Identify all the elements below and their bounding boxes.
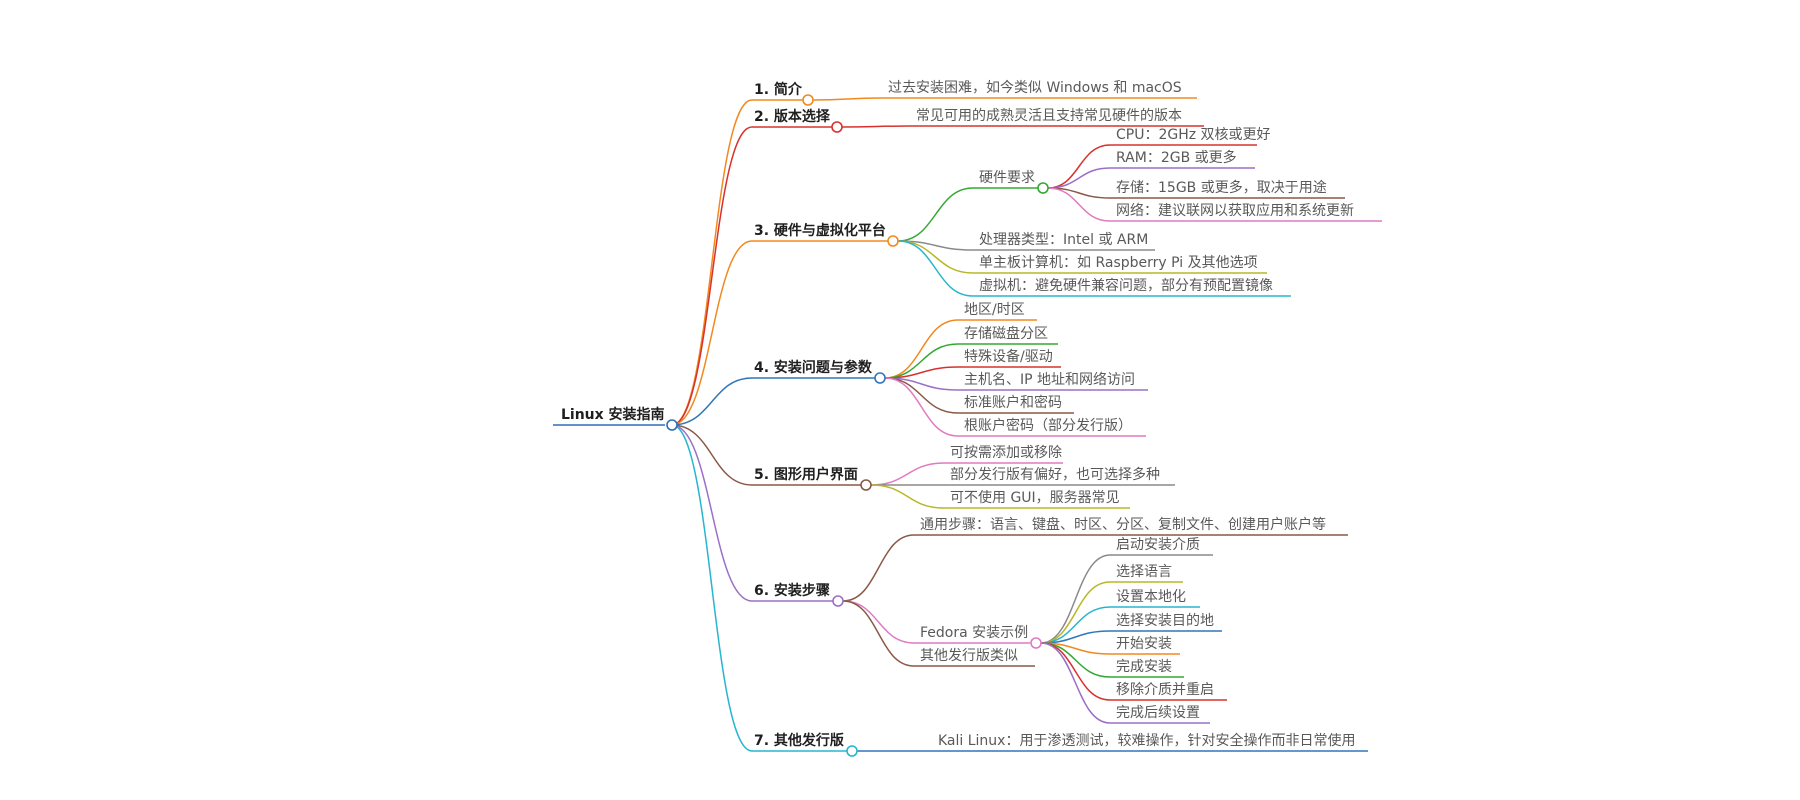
child-node-dot[interactable] — [1037, 182, 1049, 194]
subchild-connector — [1040, 554, 1111, 644]
child-connector — [812, 97, 883, 101]
subchild-connector — [1047, 167, 1111, 189]
subchild-topic[interactable]: CPU：2GHz 双核或更好 — [1116, 127, 1271, 143]
branch-topic[interactable]: 4. 安装问题与参数 — [754, 359, 873, 376]
branch-node-dot[interactable] — [832, 595, 844, 607]
child-connector — [897, 240, 974, 297]
child-topic[interactable]: Kali Linux：用于渗透测试，较难操作，针对安全操作而非日常使用 — [938, 732, 1355, 749]
branch-connector — [671, 424, 753, 486]
subchild-connector — [1040, 606, 1111, 644]
child-topic[interactable]: 主机名、IP 地址和网络访问 — [964, 372, 1135, 388]
child-topic[interactable]: 处理器类型：Intel 或 ARM — [979, 232, 1148, 248]
branch-topic[interactable]: 3. 硬件与虚拟化平台 — [754, 222, 886, 239]
branch-node-dot[interactable] — [802, 94, 814, 106]
mindmap-node-dots — [666, 94, 1049, 757]
branch-topic[interactable]: 7. 其他发行版 — [754, 732, 844, 749]
branch-node-dot[interactable] — [874, 372, 886, 384]
mindmap-edges — [553, 97, 1382, 752]
child-topic[interactable]: 可不使用 GUI，服务器常见 — [950, 489, 1120, 506]
branch-node-dot[interactable] — [887, 235, 899, 247]
subchild-connector — [1040, 642, 1111, 724]
branch-topic[interactable]: 5. 图形用户界面 — [754, 466, 858, 483]
child-connector — [884, 319, 959, 379]
child-connector — [842, 600, 915, 667]
child-topic[interactable]: 可按需添加或移除 — [950, 445, 1062, 461]
branch-connector — [671, 424, 753, 752]
subchild-connector — [1047, 144, 1111, 189]
subchild-topic[interactable]: 完成安装 — [1116, 659, 1172, 675]
branch-connector — [671, 126, 753, 426]
subchild-topic[interactable]: RAM：2GB 或更多 — [1116, 149, 1237, 166]
subchild-connector — [1040, 642, 1111, 701]
subchild-topic[interactable]: 网络：建议联网以获取应用和系统更新 — [1116, 202, 1354, 219]
child-topic[interactable]: 其他发行版类似 — [920, 648, 1018, 664]
child-topic[interactable]: 通用步骤：语言、键盘、时区、分区、复制文件、创建用户账户等 — [920, 516, 1326, 533]
branch-connector — [671, 99, 753, 426]
branch-node-dot[interactable] — [846, 745, 858, 757]
subchild-topic[interactable]: 选择语言 — [1116, 564, 1172, 580]
branch-node-dot[interactable] — [831, 121, 843, 133]
root-topic[interactable]: Linux 安装指南 — [561, 406, 665, 423]
child-connector — [870, 484, 945, 509]
child-topic[interactable]: 地区/时区 — [964, 302, 1025, 318]
child-connector — [897, 187, 974, 242]
subchild-topic[interactable]: 存储：15GB 或更多，取决于用途 — [1116, 179, 1327, 196]
branch-connector — [671, 424, 753, 602]
child-connector — [884, 377, 959, 437]
mindmap-labels: Linux 安装指南 1. 简介 过去安装困难，如今类似 Windows 和 mac… — [561, 80, 1355, 749]
child-topic[interactable]: 标准账户和密码 — [964, 394, 1062, 411]
subchild-connector — [1047, 187, 1111, 222]
child-topic[interactable]: 部分发行版有偏好，也可选择多种 — [950, 466, 1160, 483]
child-topic[interactable]: 常见可用的成熟灵活且支持常见硬件的版本 — [916, 108, 1182, 124]
child-connector — [884, 343, 959, 379]
child-topic[interactable]: 根账户密码（部分发行版） — [964, 417, 1132, 434]
branch-node-dot[interactable] — [860, 479, 872, 491]
child-topic[interactable]: 存储磁盘分区 — [964, 325, 1048, 342]
branch-topic[interactable]: 1. 简介 — [754, 81, 803, 98]
subchild-topic[interactable]: 启动安装介质 — [1116, 537, 1200, 553]
subchild-connector — [1040, 581, 1111, 644]
subchild-topic[interactable]: 开始安装 — [1116, 636, 1172, 652]
root-node-dot[interactable] — [666, 419, 678, 431]
subchild-topic[interactable]: 设置本地化 — [1116, 589, 1186, 605]
child-connector — [842, 534, 915, 602]
branch-connector — [671, 240, 753, 426]
child-topic[interactable]: 硬件要求 — [979, 170, 1035, 186]
child-topic[interactable]: 虚拟机：避免硬件兼容问题，部分有预配置镜像 — [979, 277, 1273, 294]
subchild-topic[interactable]: 完成后续设置 — [1116, 704, 1200, 721]
child-connector — [870, 462, 945, 486]
branch-topic[interactable]: 6. 安装步骤 — [754, 582, 830, 599]
child-connector — [842, 600, 915, 644]
branch-connector — [671, 377, 753, 426]
subchild-topic[interactable]: 移除介质并重启 — [1116, 682, 1214, 698]
child-node-dot[interactable] — [1030, 637, 1042, 649]
child-topic[interactable]: Fedora 安装示例 — [920, 625, 1028, 641]
branch-topic[interactable]: 2. 版本选择 — [754, 108, 831, 125]
child-topic[interactable]: 单主板计算机：如 Raspberry Pi 及其他选项 — [979, 255, 1258, 271]
child-connector — [841, 125, 911, 128]
child-topic[interactable]: 过去安装困难，如今类似 Windows 和 macOS — [888, 80, 1182, 96]
subchild-topic[interactable]: 选择安装目的地 — [1116, 613, 1214, 629]
child-topic[interactable]: 特殊设备/驱动 — [964, 348, 1053, 365]
